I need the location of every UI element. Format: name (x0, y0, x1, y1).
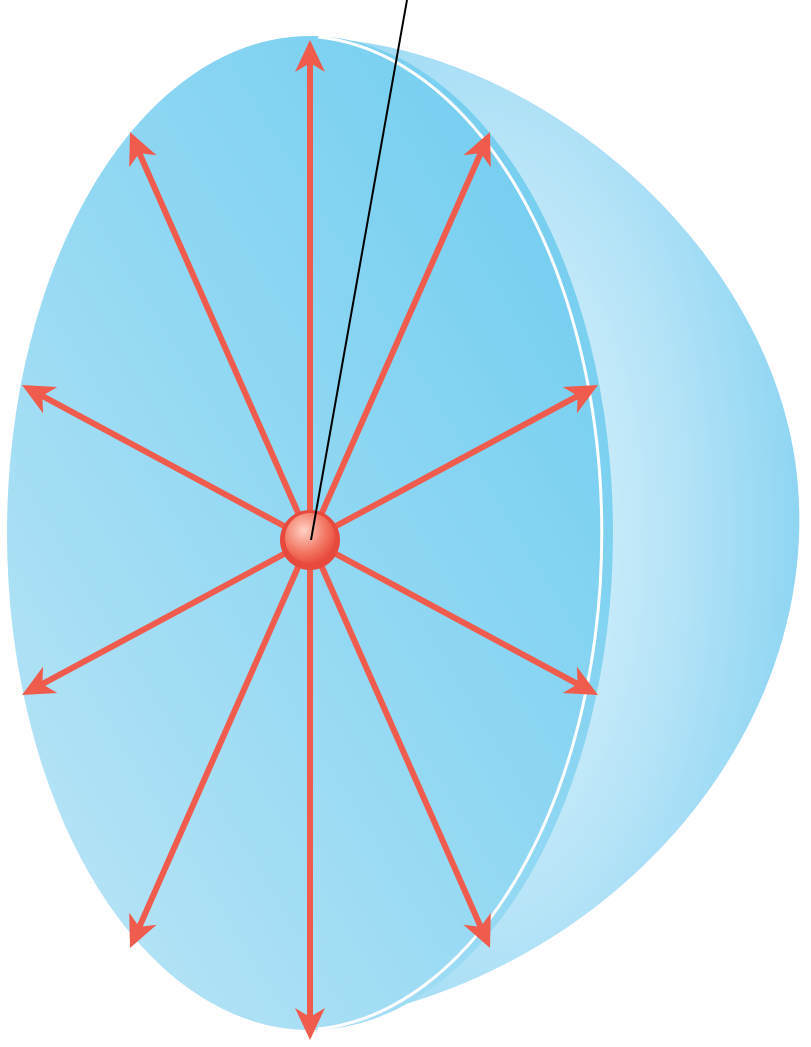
point-charge-icon (280, 510, 340, 570)
